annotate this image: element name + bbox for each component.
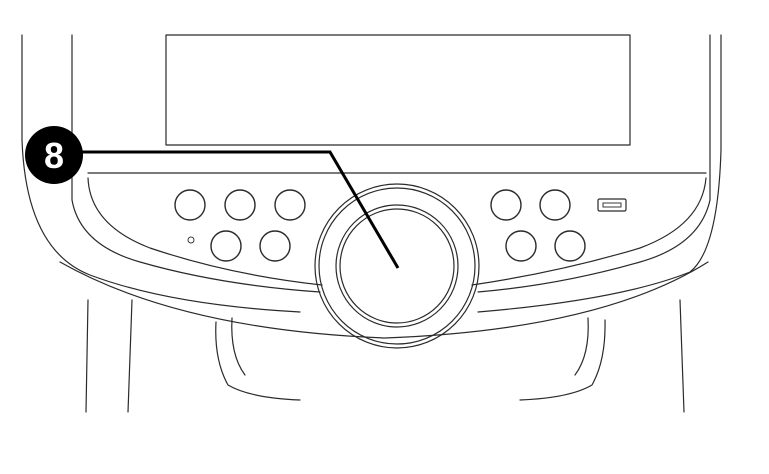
left-button-4[interactable] — [210, 230, 242, 262]
display-screen — [165, 34, 631, 146]
rotary-dial[interactable] — [314, 183, 480, 349]
device-housing — [21, 34, 722, 413]
indicator-led-icon — [187, 236, 195, 244]
left-button-5[interactable] — [259, 230, 291, 262]
right-button-3[interactable] — [505, 230, 537, 262]
left-button-2[interactable] — [224, 189, 256, 221]
control-panel-edge — [87, 172, 707, 286]
callout-8: 8 — [25, 126, 400, 269]
callout-badge — [25, 126, 83, 184]
right-button-1[interactable] — [490, 189, 522, 221]
left-button-3[interactable] — [274, 189, 306, 221]
left-button-1[interactable] — [174, 189, 206, 221]
callout-number: 8 — [44, 135, 64, 176]
right-button-4[interactable] — [554, 230, 586, 262]
right-button-2[interactable] — [539, 189, 571, 221]
usb-port-icon — [597, 198, 627, 212]
callout-leader-line — [78, 150, 400, 269]
left-button-group — [174, 189, 306, 262]
right-button-group — [490, 189, 627, 262]
